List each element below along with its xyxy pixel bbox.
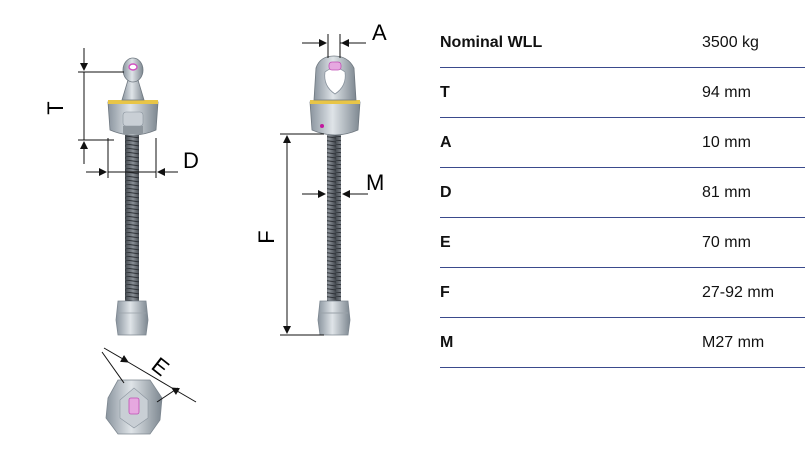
swivel-body <box>309 101 361 136</box>
spec-value: 94 mm <box>702 84 751 101</box>
spec-row-f: F 27-92 mm <box>440 268 805 318</box>
yellow-ring <box>108 100 158 104</box>
side-view-left: T D <box>43 48 199 336</box>
side-view-right: A F M <box>254 20 387 336</box>
spec-row-t: T 94 mm <box>440 68 805 118</box>
dimension-label-e: E <box>147 352 174 381</box>
spec-value: 3500 kg <box>702 34 759 51</box>
spec-row-d: D 81 mm <box>440 168 805 218</box>
spec-label: A <box>440 134 452 151</box>
dimension-label-a: A <box>372 20 387 45</box>
dimension-label-f: F <box>254 230 279 243</box>
hex-nut <box>317 300 351 336</box>
spec-label: M <box>440 334 454 351</box>
yellow-ring <box>310 100 360 104</box>
spec-label: Nominal WLL <box>440 34 543 51</box>
dimension-label-m: M <box>366 170 384 195</box>
spec-label: E <box>440 234 451 251</box>
spec-row-e: E 70 mm <box>440 218 805 268</box>
hex-nut <box>115 300 149 336</box>
dimension-label-d: D <box>183 148 199 173</box>
spec-value: 10 mm <box>702 134 751 151</box>
spec-row-a: A 10 mm <box>440 118 805 168</box>
spec-label: F <box>440 284 450 301</box>
lifting-point-technical-drawing: T D A F M <box>43 20 387 435</box>
dimension-label-t: T <box>43 101 68 114</box>
top-view: E <box>101 347 197 435</box>
spec-row-nominal-wll: Nominal WLL 3500 kg <box>440 18 805 68</box>
spec-row-m: M M27 mm <box>440 318 805 368</box>
threaded-rod <box>327 135 341 305</box>
specification-table: Nominal WLL 3500 kg T 94 mm A 10 mm D 81… <box>440 18 805 368</box>
spec-label: D <box>440 184 452 201</box>
spec-value: 70 mm <box>702 234 751 251</box>
spec-value: M27 mm <box>702 334 765 351</box>
spec-value: 27-92 mm <box>702 284 775 301</box>
threaded-rod <box>125 135 139 305</box>
spec-label: T <box>440 84 450 101</box>
spec-value: 81 mm <box>702 184 751 201</box>
